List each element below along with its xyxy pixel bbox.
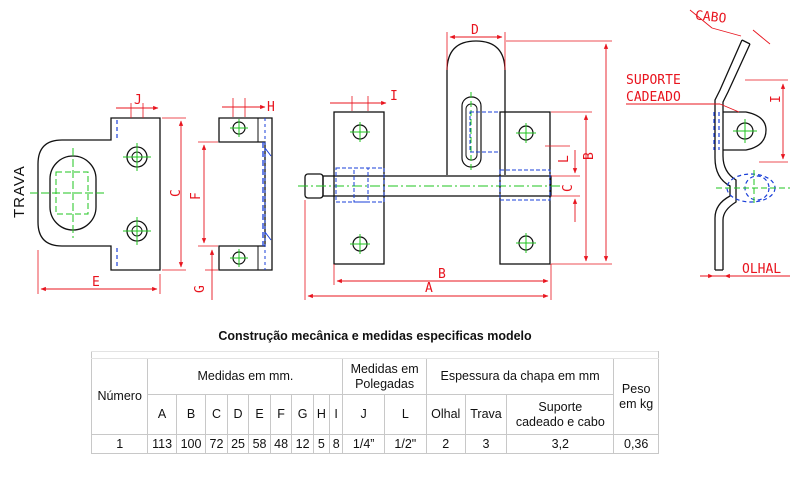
trava-outline (37, 117, 161, 271)
dim-e: E (92, 275, 100, 290)
col-h: H (312, 394, 330, 435)
dim-b-horizontal: B (438, 267, 446, 282)
header-peso: Peso em kg (613, 358, 659, 435)
col-suporte: Suporte cadeado e cabo (506, 394, 615, 435)
cell-suporte: 3,2 (506, 434, 615, 454)
view-trava: TRAVA J C E (11, 93, 186, 294)
cell-i: 8 (328, 434, 344, 454)
col-suporte-line2: cadeado e cabo (515, 414, 605, 429)
header-espessura: Espessura da chapa em mm (425, 358, 615, 395)
header-peso-line2: em kg (619, 396, 654, 411)
cell-numero: 1 (90, 434, 149, 454)
dim-h: H (267, 100, 275, 115)
dim-a: A (425, 281, 433, 296)
col-g: G (291, 394, 314, 435)
trava-hole-top (123, 143, 151, 171)
spec-table: Construção mecânica e medidas especifica… (90, 321, 659, 454)
spacer-row (91, 351, 659, 359)
col-b: B (175, 394, 207, 435)
col-olhal: Olhal (425, 394, 466, 435)
dim-g: G (193, 285, 208, 293)
dim-f: F (189, 192, 204, 200)
cell-trava: 3 (464, 434, 508, 454)
dim-c-view1: C (169, 189, 184, 197)
col-d: D (226, 394, 250, 435)
col-l: L (383, 394, 427, 435)
col-a: A (147, 394, 177, 435)
dim-i-view3: I (390, 89, 398, 104)
header-medidas-mm: Medidas em mm. (147, 358, 344, 395)
cell-d: 25 (226, 434, 250, 454)
label-cabo: CABO (694, 8, 727, 26)
header-medidas-pol-line2: Polegadas (355, 376, 415, 391)
view-profile: CABO SUPORTE CADEADO I OLHAL (626, 8, 790, 279)
header-peso-line1: Peso (621, 381, 651, 396)
technical-drawing: TRAVA J C E (11, 8, 790, 300)
label-suporte: SUPORTE (626, 73, 681, 88)
header-medidas-polegadas: Medidas em Polegadas (342, 358, 427, 395)
view-front: I D B C L B A (298, 23, 612, 300)
cell-e: 58 (248, 434, 271, 454)
table-title: Construção mecânica e medidas especifica… (218, 328, 532, 343)
col-i: I (328, 394, 344, 435)
dim-i-view4: I (769, 95, 784, 103)
dim-l: L (557, 155, 572, 163)
dim-b-vertical: B (582, 152, 597, 160)
cell-olhal: 2 (425, 434, 466, 454)
col-c: C (205, 394, 228, 435)
col-f: F (269, 394, 293, 435)
col-suporte-line1: Suporte (538, 399, 583, 414)
cell-c: 72 (205, 434, 228, 454)
cell-peso: 0,36 (613, 434, 659, 454)
label-olhal: OLHAL (742, 262, 781, 277)
cell-l: 1/2" (383, 434, 427, 454)
trava-slot-inner (55, 171, 89, 215)
dim-d: D (471, 23, 479, 38)
cell-h: 5 (312, 434, 330, 454)
col-trava: Trava (464, 394, 508, 435)
header-medidas-pol-line1: Medidas em (350, 361, 419, 376)
dim-j: J (134, 93, 142, 108)
dim-c-view3: C (561, 184, 576, 192)
cell-b: 100 (175, 434, 207, 454)
col-e: E (248, 394, 271, 435)
cell-j: 1/4” (342, 434, 385, 454)
label-cadeado: CADEADO (626, 90, 681, 105)
cell-a: 113 (147, 434, 177, 454)
cell-g: 12 (291, 434, 314, 454)
col-j: J (342, 394, 385, 435)
side-label-trava: TRAVA (11, 165, 28, 218)
trava-hole-bottom (123, 217, 151, 245)
view-side: H F G (189, 98, 275, 300)
cell-f: 48 (269, 434, 293, 454)
header-numero: Número (90, 358, 149, 435)
